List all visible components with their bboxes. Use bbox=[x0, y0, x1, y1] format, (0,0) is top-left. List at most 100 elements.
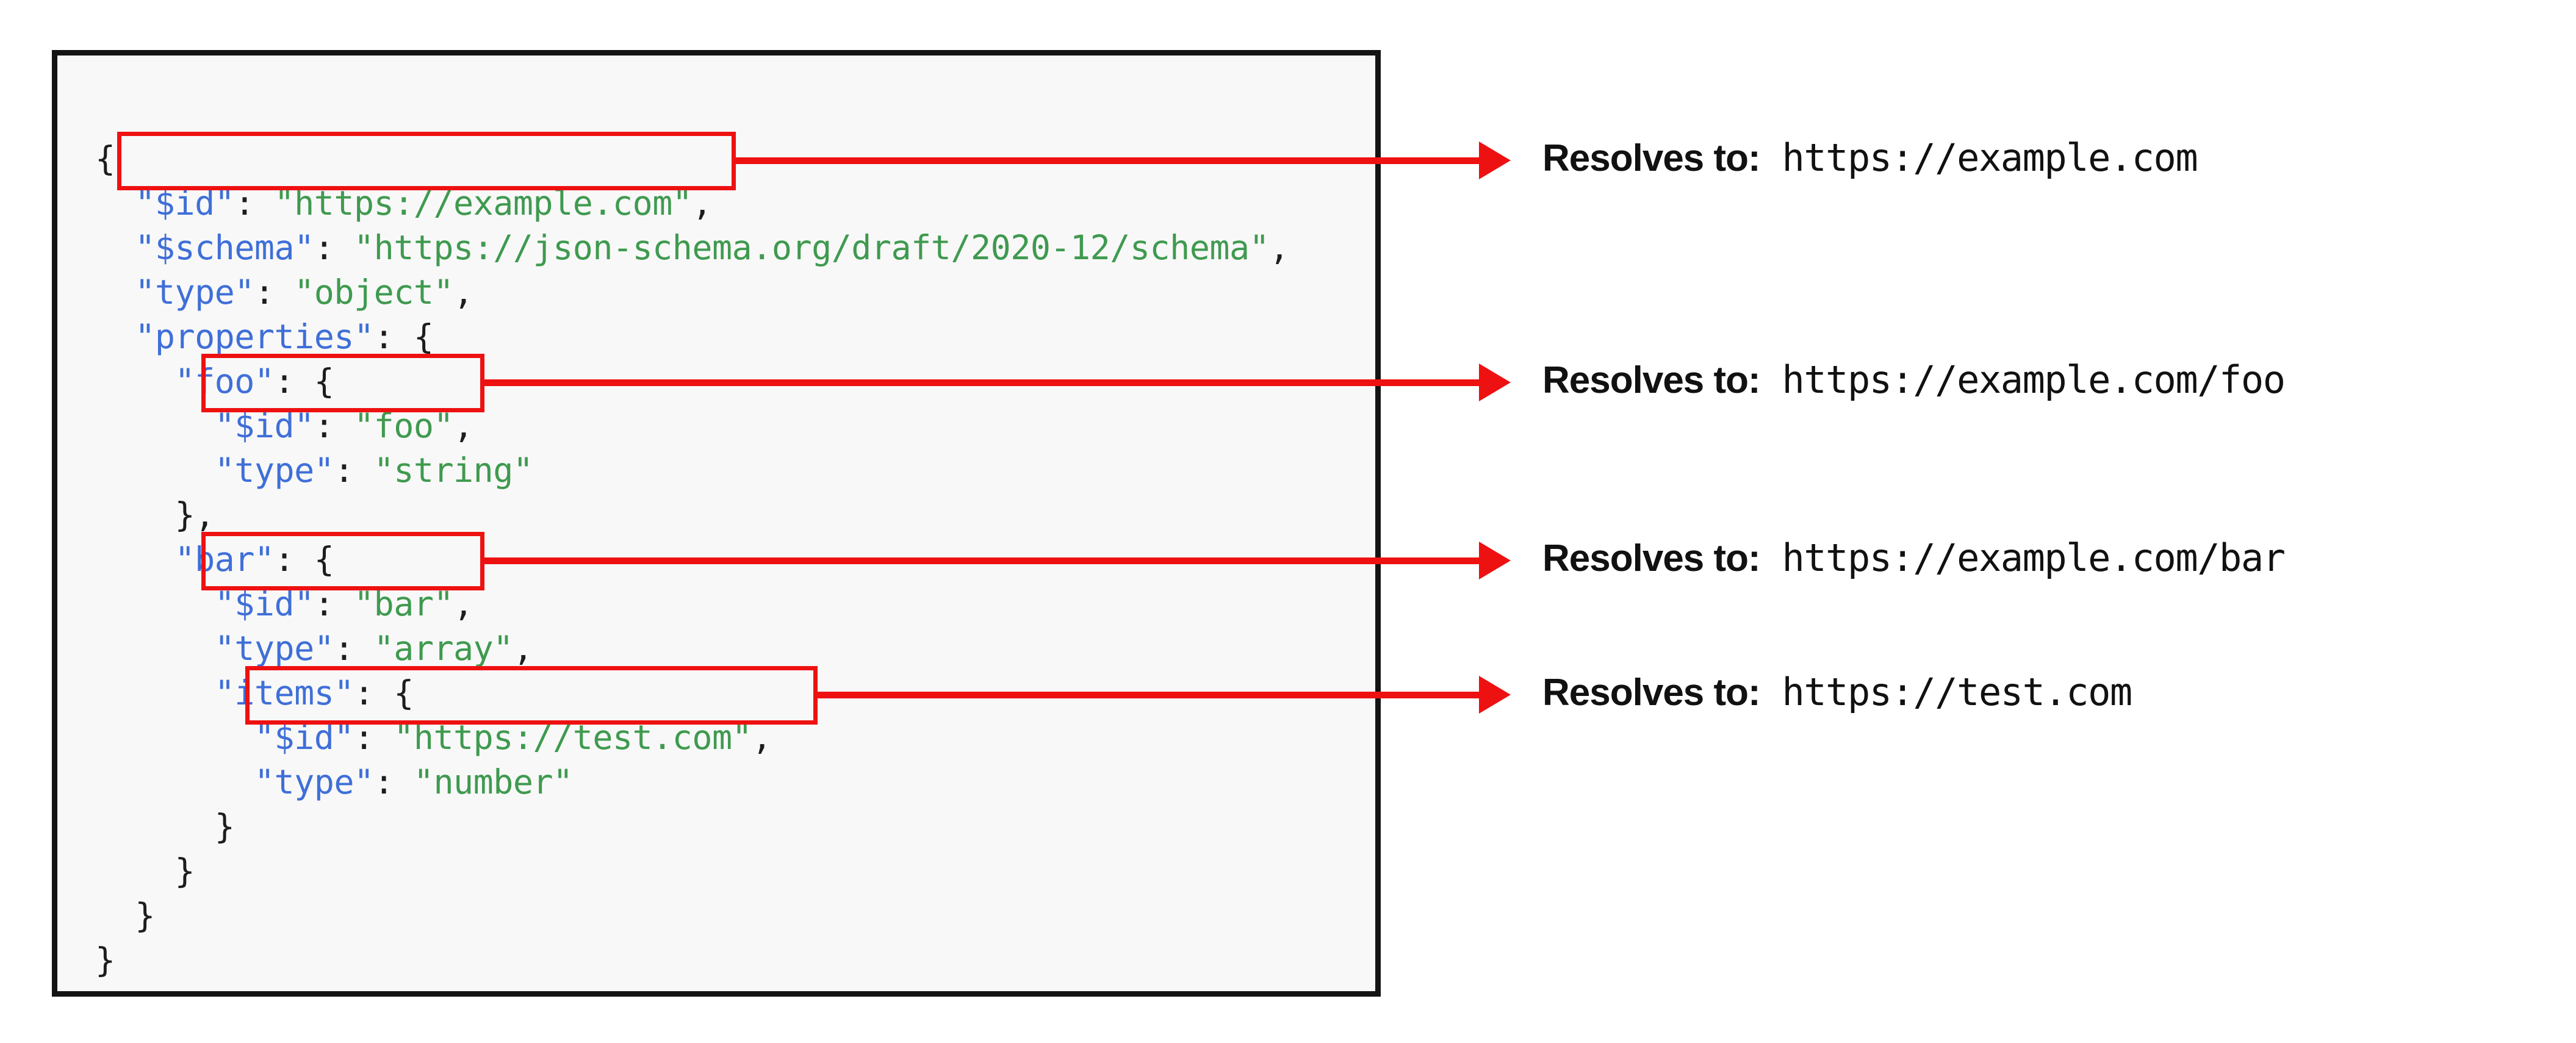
json-punctuation: : bbox=[314, 228, 354, 267]
resolves-to-label: Resolves to: bbox=[1542, 672, 1761, 714]
code-line: "foo": { bbox=[95, 359, 1289, 404]
resolved-url-value: https://test.com bbox=[1782, 670, 2133, 714]
annotation-bar: Resolves to: https://example.com/bar bbox=[1542, 536, 2286, 580]
code-indent bbox=[95, 362, 174, 401]
arrow-bar-line bbox=[484, 557, 1479, 564]
code-indent bbox=[95, 629, 215, 668]
json-string: "array" bbox=[373, 629, 514, 668]
json-punctuation: : bbox=[314, 584, 354, 623]
json-punctuation: } bbox=[95, 941, 115, 980]
code-line: "bar": { bbox=[95, 537, 1289, 582]
code-line: "type": "array", bbox=[95, 626, 1289, 671]
json-punctuation: : bbox=[254, 273, 295, 312]
json-key: "properties" bbox=[135, 317, 374, 356]
code-indent bbox=[95, 451, 215, 490]
code-indent bbox=[95, 851, 174, 891]
json-punctuation: , bbox=[453, 406, 473, 445]
resolved-url-spacer bbox=[1760, 357, 1782, 402]
json-string: "string" bbox=[373, 451, 533, 490]
code-indent bbox=[95, 184, 135, 223]
code-line: } bbox=[95, 849, 1289, 894]
code-line: }, bbox=[95, 493, 1289, 537]
json-punctuation: } bbox=[214, 807, 235, 846]
code-line: "$id": "https://example.com", bbox=[95, 181, 1289, 226]
annotation-items: Resolves to: https://test.com bbox=[1542, 673, 2132, 712]
json-key: "$schema" bbox=[135, 228, 314, 267]
code-indent bbox=[95, 540, 174, 579]
code-line: "items": { bbox=[95, 671, 1289, 715]
json-key: "$id" bbox=[214, 406, 315, 445]
resolved-url-value: https://example.com bbox=[1782, 135, 2198, 180]
code-indent bbox=[95, 673, 215, 712]
arrow-foo-line bbox=[484, 379, 1479, 386]
resolved-url-spacer bbox=[1760, 135, 1782, 180]
arrow-root-head-icon bbox=[1479, 142, 1511, 179]
code-line: "type": "string" bbox=[95, 448, 1289, 493]
code-line: "properties": { bbox=[95, 315, 1289, 359]
json-string: "object" bbox=[294, 273, 454, 312]
json-key: "$id" bbox=[135, 184, 235, 223]
json-punctuation: : bbox=[334, 629, 374, 668]
code-indent bbox=[95, 896, 135, 935]
code-line: "$id": "foo", bbox=[95, 404, 1289, 448]
resolved-url-value: https://example.com/foo bbox=[1782, 357, 2286, 402]
json-punctuation: }, bbox=[174, 495, 215, 534]
annotation-root: Resolves to: https://example.com bbox=[1542, 137, 2198, 179]
resolved-url-value: https://example.com/bar bbox=[1782, 536, 2286, 580]
json-key: "type" bbox=[214, 451, 334, 490]
code-line: } bbox=[95, 805, 1289, 849]
code-indent bbox=[95, 228, 135, 267]
json-key: "bar" bbox=[174, 540, 275, 579]
json-key: "foo" bbox=[174, 362, 275, 401]
json-key: "items" bbox=[214, 673, 354, 712]
code-indent bbox=[95, 762, 254, 801]
code-indent bbox=[95, 495, 174, 534]
code-indent bbox=[95, 406, 215, 445]
json-key: "type" bbox=[135, 273, 254, 312]
json-punctuation: : { bbox=[274, 540, 334, 579]
json-punctuation: : bbox=[334, 451, 374, 490]
code-indent bbox=[95, 273, 135, 312]
code-line: "$id": "https://test.com", bbox=[95, 715, 1289, 760]
json-punctuation: : { bbox=[373, 317, 434, 356]
resolves-to-label: Resolves to: bbox=[1542, 359, 1761, 401]
resolves-to-label: Resolves to: bbox=[1542, 137, 1761, 179]
code-indent bbox=[95, 317, 135, 356]
json-punctuation: { bbox=[95, 139, 115, 178]
annotation-foo: Resolves to: https://example.com/foo bbox=[1542, 359, 2286, 401]
json-punctuation: } bbox=[174, 851, 195, 891]
code-indent bbox=[95, 807, 215, 846]
json-punctuation: , bbox=[752, 718, 772, 757]
json-key: "type" bbox=[214, 629, 334, 668]
json-punctuation: , bbox=[453, 584, 473, 623]
json-punctuation: , bbox=[513, 629, 533, 668]
json-punctuation: : bbox=[373, 762, 414, 801]
json-string: "bar" bbox=[354, 584, 454, 623]
arrow-bar-head-icon bbox=[1479, 542, 1511, 579]
arrow-root-line bbox=[736, 157, 1479, 164]
json-punctuation: , bbox=[692, 184, 713, 223]
code-indent bbox=[95, 718, 254, 757]
json-schema-code-panel: { "$id": "https://example.com", "$schema… bbox=[52, 50, 1381, 997]
code-line: } bbox=[95, 938, 1289, 983]
resolves-to-label: Resolves to: bbox=[1542, 537, 1761, 579]
json-punctuation: , bbox=[1269, 228, 1289, 267]
json-key: "$id" bbox=[214, 584, 315, 623]
code-line: "$id": "bar", bbox=[95, 582, 1289, 626]
json-punctuation: , bbox=[453, 273, 473, 312]
json-string: "https://example.com" bbox=[274, 184, 693, 223]
json-punctuation: : bbox=[353, 718, 394, 757]
json-key: "$id" bbox=[254, 718, 354, 757]
resolved-url-spacer bbox=[1760, 536, 1782, 580]
code-line: "$schema": "https://json-schema.org/draf… bbox=[95, 226, 1289, 270]
code-line: { bbox=[95, 137, 1289, 181]
code-line: } bbox=[95, 894, 1289, 938]
arrow-items-head-icon bbox=[1479, 676, 1511, 714]
json-string: "https://test.com" bbox=[394, 718, 752, 757]
arrow-foo-head-icon bbox=[1479, 364, 1511, 401]
json-punctuation: : bbox=[314, 406, 354, 445]
json-punctuation: : bbox=[234, 184, 275, 223]
json-string: "foo" bbox=[354, 406, 454, 445]
json-string: "number" bbox=[413, 762, 573, 801]
code-line: "type": "number" bbox=[95, 760, 1289, 805]
